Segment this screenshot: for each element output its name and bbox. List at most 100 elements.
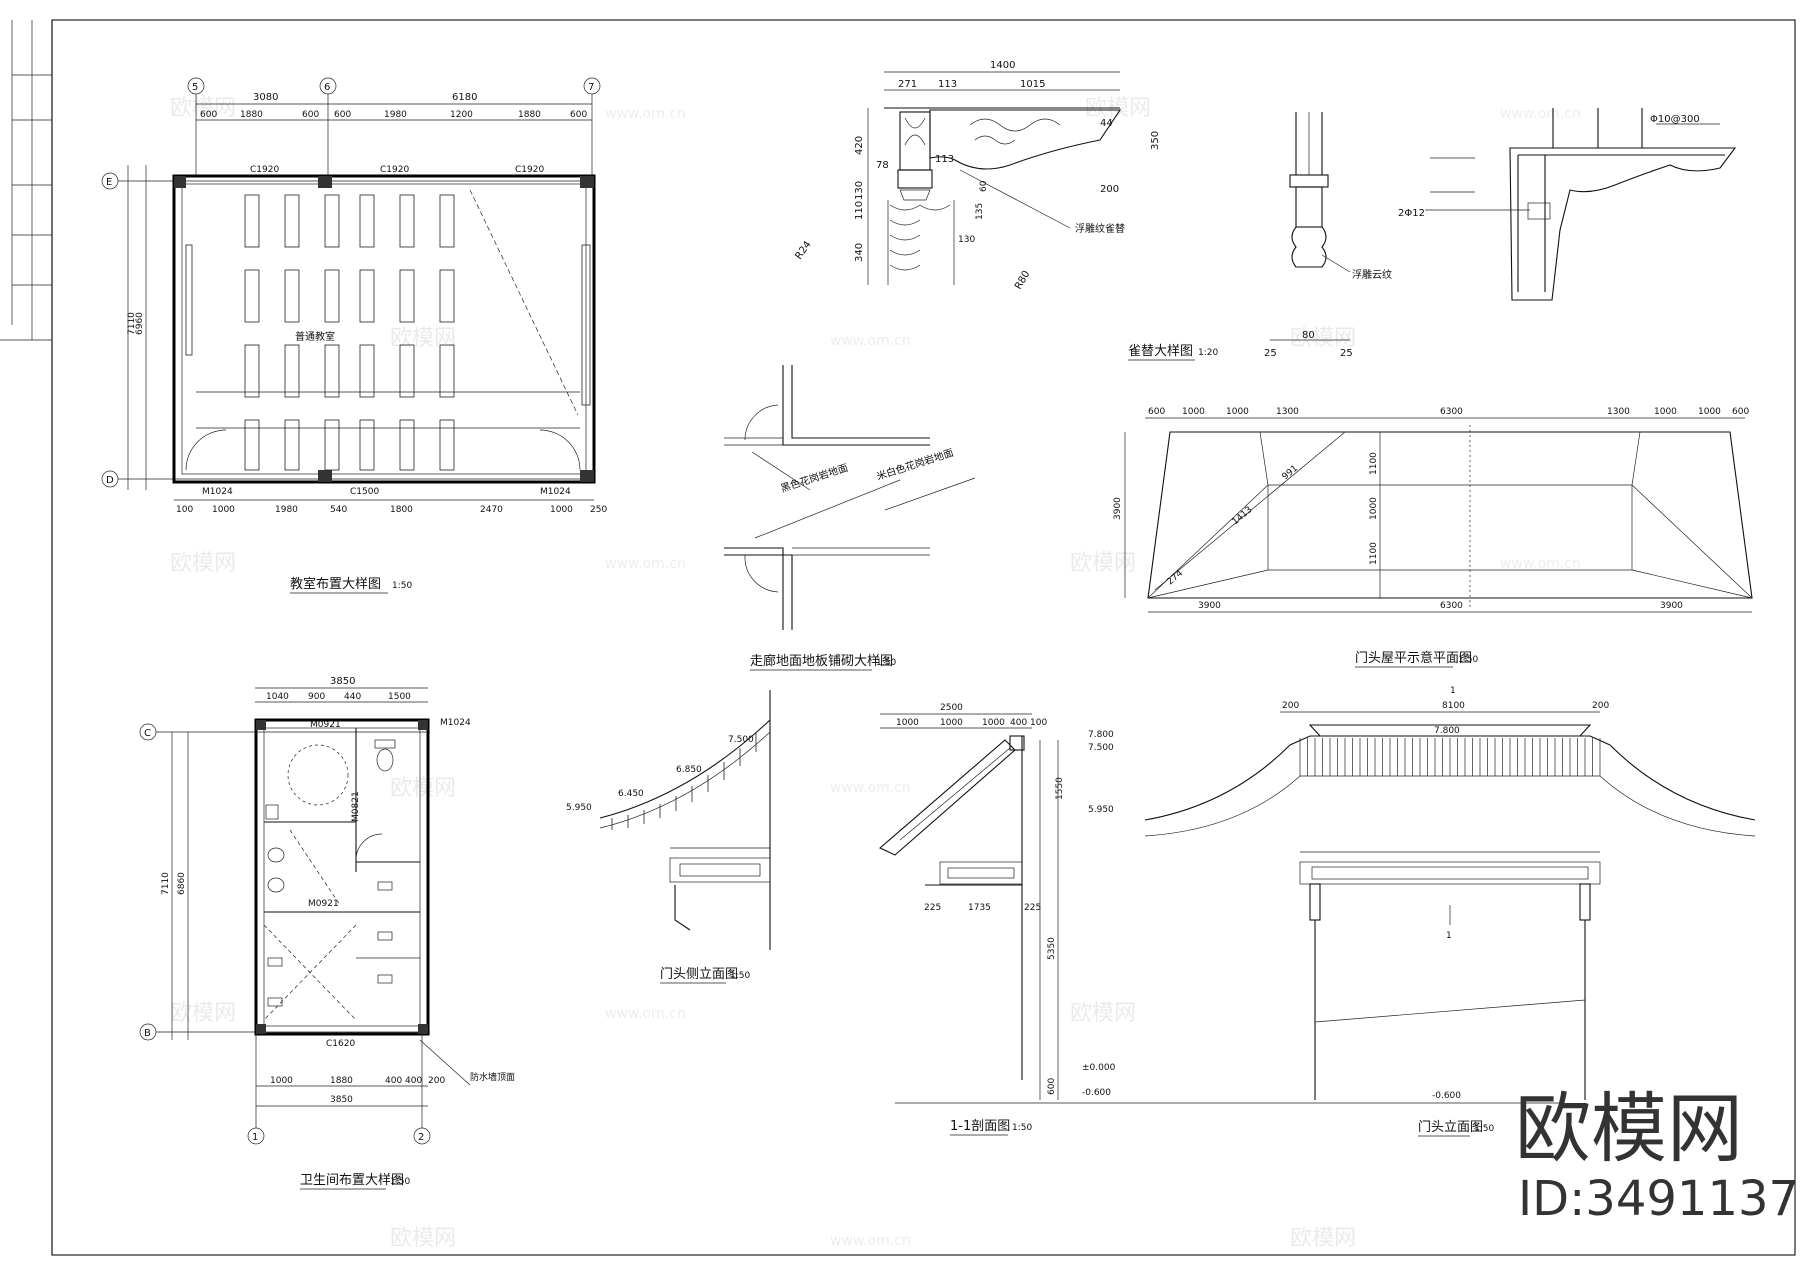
axis-2: 2 [418, 1132, 424, 1143]
svg-text:600: 600 [1732, 407, 1749, 417]
wm-brand: 欧模网 [1070, 1001, 1136, 1026]
dim-toilet-bottom-b: 1880 [330, 1076, 353, 1086]
svg-text:540: 540 [330, 505, 347, 515]
dim-front-end-b: 200 [1592, 701, 1609, 711]
svg-text:600: 600 [1148, 407, 1165, 417]
dim-section-vert-b: 5350 [1047, 937, 1057, 960]
window-c1920-c: C1920 [515, 165, 544, 175]
svg-text:1980: 1980 [384, 110, 407, 120]
classroom-title: 教室布置大样图 [290, 576, 381, 592]
wm-brand: 欧模网 [390, 776, 456, 801]
svg-text:78: 78 [876, 160, 889, 171]
toilet-waterproof-label: 防水墙顶面 [470, 1071, 515, 1083]
floor-light-label: 米白色花岗岩地面 [875, 446, 955, 483]
dim-section-e: 100 [1030, 718, 1047, 728]
svg-text:113: 113 [935, 154, 954, 165]
dim-classroom-left-inner: 6960 [135, 312, 145, 335]
wm-brand: 欧模网 [170, 96, 236, 121]
corner-logo: 欧模网 [1515, 1084, 1743, 1173]
door-m0921-b: M0921 [308, 899, 339, 909]
section-1-1: 2500 1000 1000 1000 400 100 7.800 7.500 … [878, 703, 1560, 1136]
svg-text:1880: 1880 [518, 110, 541, 120]
roof-scale: 1:50 [1458, 655, 1478, 665]
corner-id: ID:3491137 [1518, 1171, 1799, 1227]
window-c1500: C1500 [350, 487, 379, 497]
svg-text:110: 110 [854, 201, 865, 220]
axis-7: 7 [588, 82, 594, 93]
wm-url: www.om.cn [1500, 106, 1581, 122]
svg-text:1000: 1000 [1182, 407, 1205, 417]
wm-url: www.om.cn [605, 556, 686, 572]
dim-roof-inner-c: 1100 [1369, 542, 1379, 565]
wm-url: www.om.cn [605, 1006, 686, 1022]
svg-text:R24: R24 [793, 239, 813, 261]
dim-bracket-1015: 1015 [1020, 79, 1045, 90]
svg-text:600: 600 [302, 110, 319, 120]
window-c1920-a: C1920 [250, 165, 279, 175]
dim-roof-diag-c: 274 [1166, 568, 1186, 587]
svg-text:1000: 1000 [1654, 407, 1677, 417]
wm-brand: 欧模网 [1290, 326, 1356, 351]
window-c1920-b: C1920 [380, 165, 409, 175]
dim-toilet-top-b: 900 [308, 692, 325, 702]
svg-text:250: 250 [590, 505, 607, 515]
roof-top-dims: 600 1000 1000 1300 6300 1300 1000 1000 6… [1148, 407, 1749, 417]
side-level-b: 6.850 [676, 765, 702, 775]
wm-url: www.om.cn [1500, 556, 1581, 572]
classroom-bottom-dims: 100 1000 1980 540 1800 2470 1000 250 [176, 505, 607, 515]
dim-classroom-a: 3080 [253, 92, 278, 103]
dim-roof-diag-b: 1413 [1231, 505, 1255, 527]
classroom-top-dims: 600 1880 600 600 1980 1200 1880 600 [200, 110, 587, 120]
svg-text:600: 600 [570, 110, 587, 120]
dim-toilet-bottom-a: 1000 [270, 1076, 293, 1086]
dim-section-top: 2500 [940, 703, 963, 713]
dim-toilet-bottom-c: 400 [385, 1076, 402, 1086]
gate-front-elevation: 8100 200 200 1 7.800 1 -0.600 门头立面图 1:50 [1144, 686, 1756, 1137]
side-level-c: 6.450 [618, 789, 644, 799]
bracket-detail: 1400 271 113 1015 420 78 130 110 340 113… [793, 60, 1737, 361]
bracket-title: 雀替大样图 [1128, 344, 1193, 359]
axis-5: 5 [192, 82, 198, 93]
svg-text:1000: 1000 [212, 505, 235, 515]
classroom-plan: 5 6 7 3080 6180 600 1880 600 600 1980 12… [101, 77, 607, 594]
dim-roof-bottom-c: 3900 [1660, 601, 1683, 611]
classroom-scale: 1:50 [392, 581, 412, 591]
svg-text:1880: 1880 [240, 110, 263, 120]
toilet-scale: 1:50 [390, 1177, 410, 1187]
dim-section-a: 1000 [896, 718, 919, 728]
svg-text:340: 340 [854, 243, 865, 262]
svg-text:1980: 1980 [275, 505, 298, 515]
svg-text:135: 135 [975, 203, 985, 220]
toilet-title: 卫生间布置大样图 [300, 1173, 404, 1188]
side-elev-scale: 1:50 [730, 971, 750, 981]
front-title: 门头立面图 [1418, 1120, 1483, 1135]
dim-toilet-top-d: 1500 [388, 692, 411, 702]
toilet-plan: 3850 1040 900 440 1500 C B 7110 6860 [139, 676, 515, 1190]
dim-bracket-271: 271 [898, 79, 917, 90]
dim-classroom-left: 7110 [127, 312, 137, 335]
side-level-a: 7.500 [728, 735, 754, 745]
section-scale: 1:50 [1012, 1123, 1032, 1133]
svg-text:100: 100 [176, 505, 193, 515]
floor-dark-label: 黑色花岗岩地面 [779, 461, 850, 495]
classroom-label: 普通教室 [295, 330, 335, 343]
svg-text:600: 600 [334, 110, 351, 120]
corridor-floor: 黑色花岗岩地面 米白色花岗岩地面 走廊地面地板铺砌大样图 1:50 [724, 365, 976, 671]
dim-toilet-bottom-total: 3850 [330, 1095, 353, 1105]
wm-brand: 欧模网 [170, 1001, 236, 1026]
wm-brand: 欧模网 [1085, 96, 1151, 121]
bracket-left-dims: 420 78 130 110 340 [854, 136, 889, 262]
wm-brand: 欧模网 [170, 551, 236, 576]
bracket-misc-dims: 113 200 350 44 135 60 130 R24 R80 [793, 118, 1161, 292]
section-level-d: ±0.000 [1082, 1063, 1116, 1073]
corridor-scale: 1:50 [876, 658, 896, 668]
svg-text:1300: 1300 [1607, 407, 1630, 417]
axis-b: B [144, 1028, 151, 1039]
dim-toilet-left: 7110 [161, 872, 171, 895]
axis-c: C [144, 728, 151, 739]
roof-title: 门头屋平示意平面图 [1355, 650, 1472, 666]
svg-text:44: 44 [1100, 118, 1113, 129]
window-c1620: C1620 [326, 1039, 355, 1049]
roof-tiles [1299, 738, 1601, 776]
svg-text:130: 130 [854, 181, 865, 200]
